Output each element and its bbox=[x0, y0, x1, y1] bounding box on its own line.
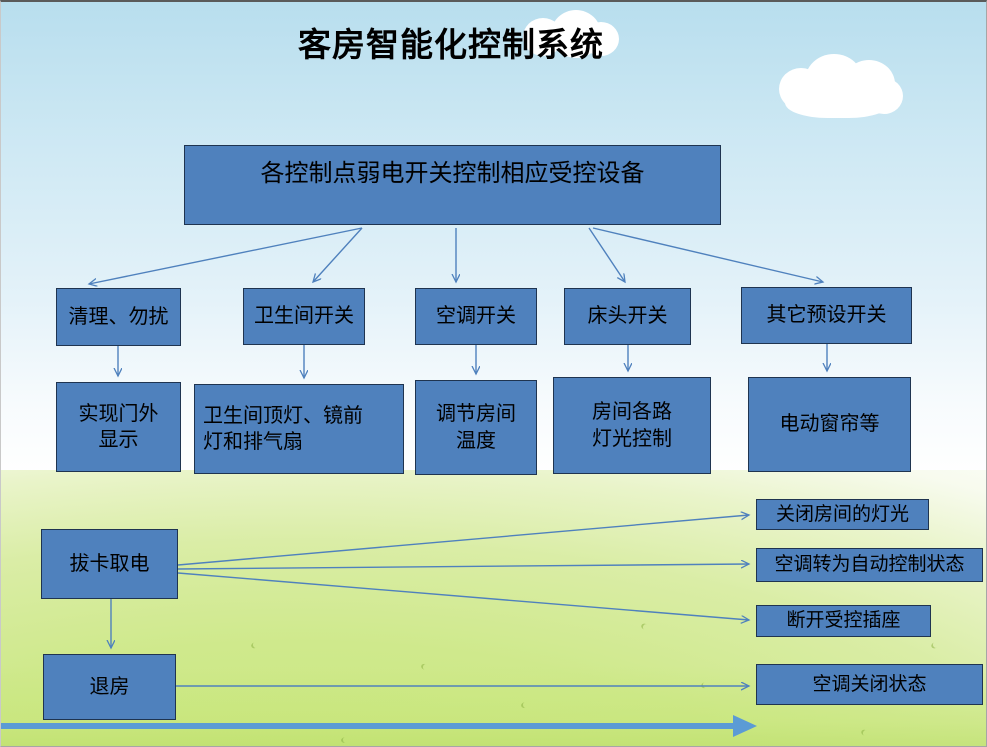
bottom-timeline-arrow bbox=[1, 715, 757, 737]
node-switch-preset: 其它预设开关 bbox=[741, 287, 912, 344]
node-act-socket-off: 断开受控插座 bbox=[756, 605, 931, 637]
node-fn-curtain: 电动窗帘等 bbox=[748, 377, 911, 472]
node-fn-room-temp: 调节房间 温度 bbox=[415, 380, 537, 475]
node-fn-bath-lights: 卫生间顶灯、镜前 灯和排气扇 bbox=[194, 384, 404, 474]
node-act-ac-off: 空调关闭状态 bbox=[756, 664, 983, 705]
edge-root-sw-bed bbox=[588, 227, 625, 282]
slide-title: 客房智能化控制系统 bbox=[298, 26, 604, 63]
edge-card-socket-off bbox=[177, 572, 749, 620]
edge-root-sw-preset bbox=[592, 227, 823, 282]
edge-card-lights-off bbox=[177, 515, 749, 566]
node-switch-ac: 空调开关 bbox=[415, 288, 537, 345]
node-switch-bed: 床头开关 bbox=[564, 288, 691, 345]
node-checkout: 退房 bbox=[43, 654, 176, 720]
node-fn-light-control: 房间各路 灯光控制 bbox=[553, 377, 711, 474]
edge-root-sw-bathroom bbox=[313, 227, 363, 282]
node-root: 各控制点弱电开关控制相应受控设备 bbox=[184, 145, 721, 225]
node-card-out: 拔卡取电 bbox=[41, 529, 178, 599]
edge-root-sw-clean bbox=[89, 227, 363, 284]
edge-card-ac-auto bbox=[177, 564, 749, 570]
node-fn-door-display: 实现门外 显示 bbox=[56, 382, 181, 472]
node-switch-bathroom: 卫生间开关 bbox=[243, 288, 365, 345]
node-switch-clean: 清理、勿扰 bbox=[56, 288, 181, 346]
node-act-ac-auto: 空调转为自动控制状态 bbox=[756, 548, 983, 582]
node-act-lights-off: 关闭房间的灯光 bbox=[756, 499, 929, 530]
